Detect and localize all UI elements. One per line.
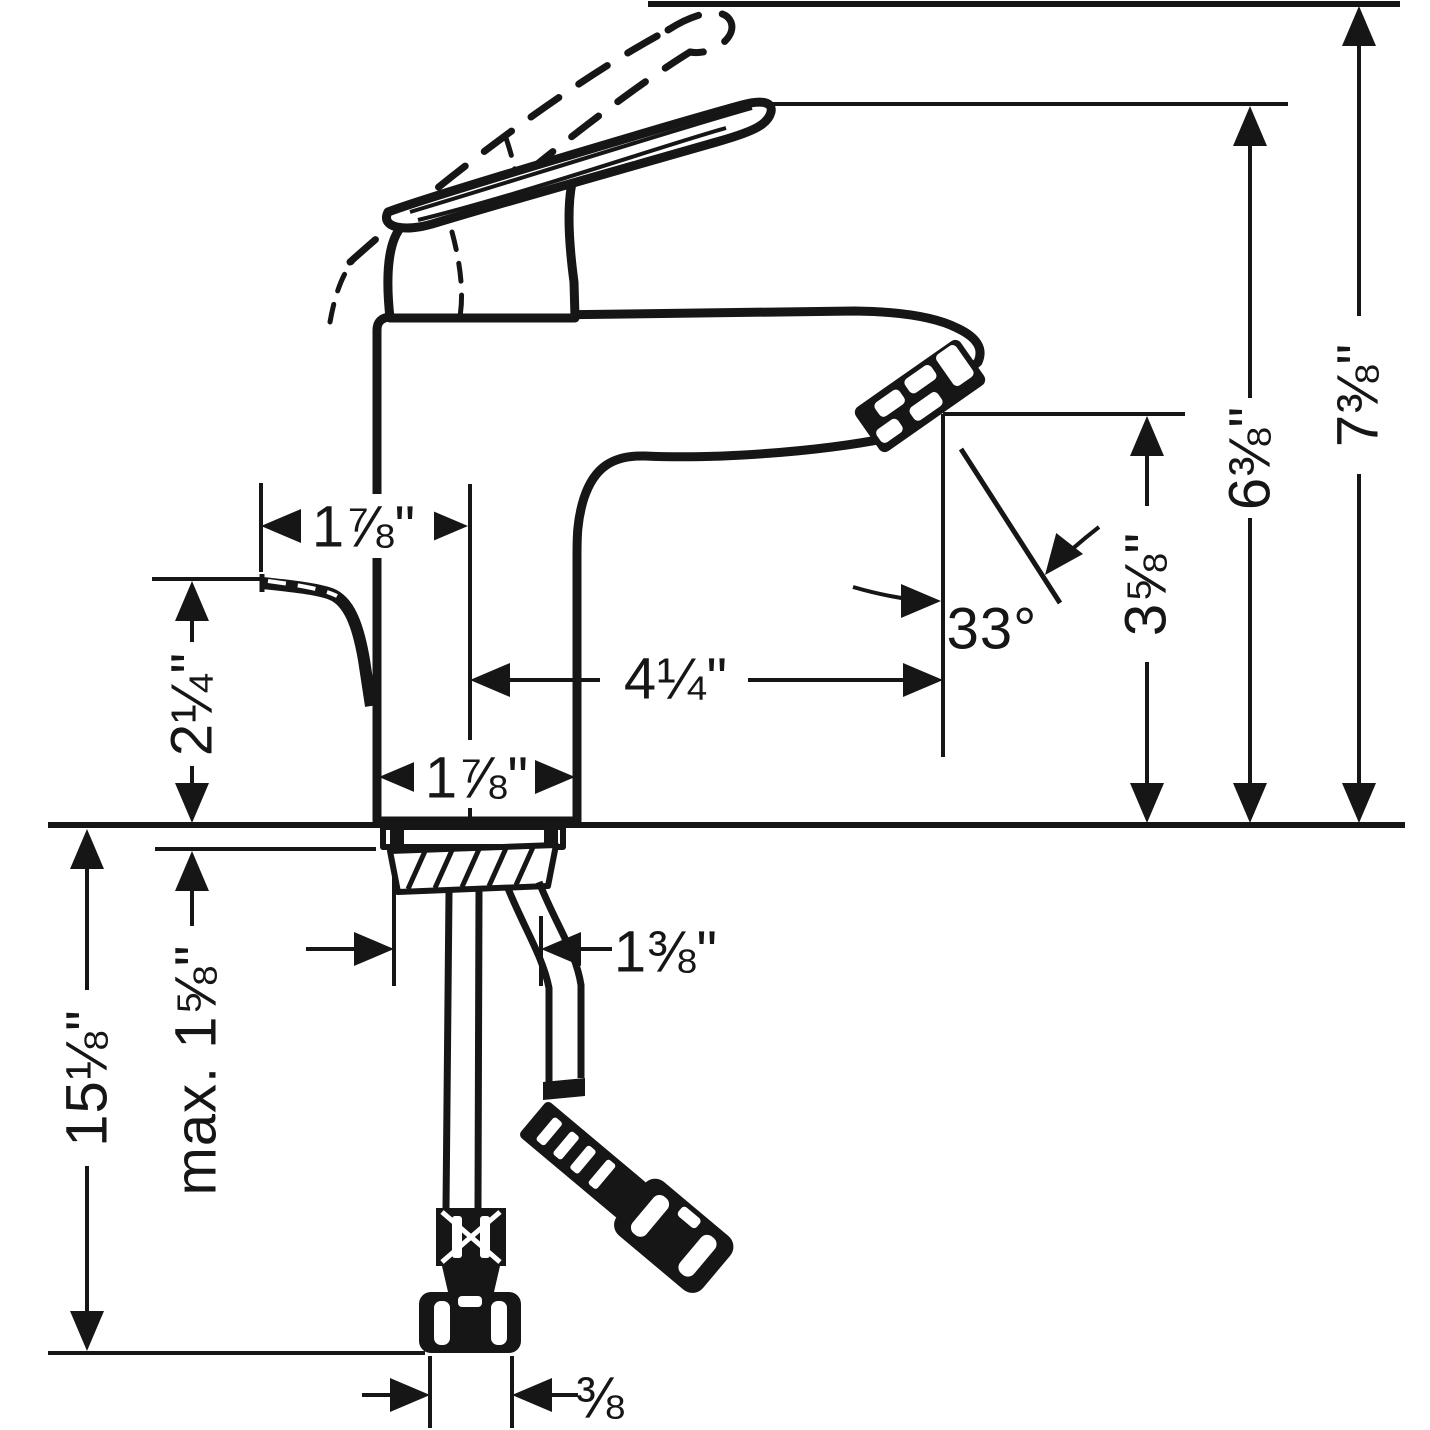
hose-nut-left: [419, 1292, 521, 1353]
handle-lever-detail: [409, 106, 753, 222]
faucet-illustration: [48, 9, 1405, 1355]
dim-spout-reach: 4¼": [624, 647, 728, 712]
faucet-body: [372, 306, 985, 826]
mounting-hardware: [380, 824, 566, 895]
dim-overall-height: 7⅜": [1326, 343, 1391, 447]
dim-hose-length: 15⅛": [55, 1009, 120, 1146]
dim-max-counter-thickness: max. 1⅝": [164, 944, 229, 1195]
dim-hose-width: 1⅜": [614, 920, 718, 985]
supply-hose-right: [503, 880, 734, 1293]
dimension-lines: [70, 1, 1400, 1428]
popup-rod-lever: [259, 574, 377, 707]
cartridge-dashed: [449, 229, 465, 319]
hose-nut-right: [614, 1178, 734, 1293]
dim-handle-rear-height: 2¼": [160, 652, 225, 756]
dim-handle-projection: 1⅞": [312, 495, 416, 560]
aerator: [854, 339, 986, 453]
dim-spout-tip-height: 6⅜": [1218, 406, 1283, 510]
dim-connection-size: ⅜: [575, 1366, 624, 1430]
dimension-labels: 1⅞" 2¼" 4¼" 1⅞" 33° 3⅝" 6⅜" 7⅜" 15⅛" max…: [54, 318, 1391, 1430]
dim-spout-angle: 33°: [947, 597, 1038, 662]
dim-outlet-height: 3⅝": [1114, 532, 1179, 636]
supply-hose-left: [419, 889, 521, 1353]
angle-reference-line: [958, 447, 1063, 605]
dim-base-depth: 1⅞": [425, 746, 529, 811]
handle-lever: [382, 97, 776, 233]
